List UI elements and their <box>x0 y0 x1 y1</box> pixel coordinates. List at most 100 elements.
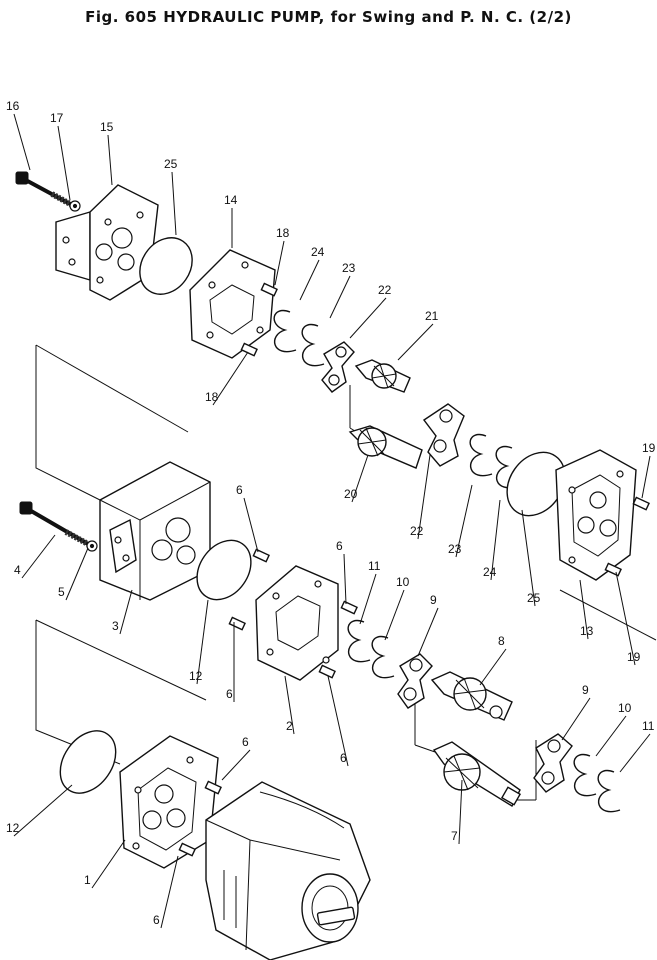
gear-shaft-7 <box>432 741 522 807</box>
leader-line-c10a <box>384 589 405 641</box>
pin-19-upper <box>632 496 650 511</box>
ring-23-upper <box>301 323 325 367</box>
leader-line-c25b <box>521 509 536 607</box>
ring-10-middle <box>371 635 395 679</box>
leader-line-c9a <box>417 607 439 657</box>
bolt-4 <box>19 501 90 547</box>
leader-line-c17 <box>57 125 71 201</box>
leader-line-c22b <box>417 454 431 540</box>
seal-12-middle <box>196 539 252 601</box>
pin-6-e <box>204 780 222 795</box>
leader-line-c24b <box>490 499 501 581</box>
callout-label-c19b: 19 <box>627 650 641 664</box>
leader-line-c6f <box>160 855 179 929</box>
leader-line-c5 <box>65 547 89 601</box>
bolt-16 <box>15 171 74 208</box>
callout-label-c6d: 6 <box>340 751 347 765</box>
leader-line-c6e <box>221 749 251 781</box>
washer-5 <box>86 540 98 552</box>
housing-3 <box>99 461 211 601</box>
seal-25-upper <box>139 237 193 295</box>
washer-17 <box>69 200 81 212</box>
callout-label-c18b: 18 <box>205 390 219 404</box>
callout-label-c10b: 10 <box>618 701 632 715</box>
leader-line-c6b <box>343 553 347 605</box>
leader-line-c11b <box>619 733 651 773</box>
pin-19-lower <box>604 562 622 577</box>
callout-label-c23a: 23 <box>342 261 356 275</box>
callout-label-c6f: 6 <box>153 913 160 927</box>
callout-label-c12a: 12 <box>189 669 203 683</box>
ring-11-right <box>597 769 621 813</box>
callout-label-c9a: 9 <box>430 593 437 607</box>
callout-label-c14: 14 <box>224 193 238 207</box>
leader-line-c9b <box>561 697 591 741</box>
leader-line-c6d <box>327 675 349 767</box>
ring-10-right <box>573 753 597 797</box>
leader-line-c19a <box>641 455 651 499</box>
pin-18-upper <box>260 282 278 297</box>
leader-line-c18a <box>274 240 285 286</box>
callout-label-c11a: 11 <box>368 559 381 573</box>
pin-6-d <box>318 664 336 679</box>
callout-label-c20: 20 <box>344 487 358 501</box>
ring-24-middle <box>495 445 519 489</box>
bushing-22-lower <box>422 403 465 467</box>
callout-label-c6c: 6 <box>226 687 233 701</box>
leader-line-c6a <box>243 497 259 553</box>
plate-14 <box>189 249 276 359</box>
leader-line-c8 <box>479 648 507 686</box>
callout-label-c25a: 25 <box>164 157 178 171</box>
leader-line-c7 <box>458 779 463 845</box>
leader-line-c22a <box>349 297 387 339</box>
gear-8 <box>430 671 513 721</box>
gear-20 <box>348 425 423 469</box>
callout-label-c13: 13 <box>580 624 594 638</box>
pin-6-b <box>340 600 358 615</box>
leader-line-c23a <box>329 275 351 319</box>
leader-line-c12a <box>196 599 209 685</box>
callout-label-c10a: 10 <box>396 575 410 589</box>
callout-leader-lines <box>13 113 651 929</box>
figure-title: Fig. 605 HYDRAULIC PUMP, for Swing and P… <box>85 8 572 26</box>
callout-labels: 1617152514182423222118192022232425131966… <box>6 99 656 927</box>
leader-line-c20 <box>351 454 369 503</box>
leader-line-c15 <box>107 134 113 186</box>
ring-24-upper <box>273 309 297 353</box>
callout-label-c6b: 6 <box>336 539 343 553</box>
callout-label-c17: 17 <box>50 111 64 125</box>
leader-line-c25a <box>171 171 177 236</box>
cover-13 <box>555 449 637 581</box>
callout-label-c22a: 22 <box>378 283 392 297</box>
callout-label-c1: 1 <box>84 873 91 887</box>
seal-12-lower <box>59 730 117 794</box>
leader-line-c19b <box>615 571 636 666</box>
callout-label-c6e: 6 <box>242 735 249 749</box>
pump-assembly-body <box>205 781 371 960</box>
pin-6-c <box>228 616 246 631</box>
pin-6-f <box>178 842 196 857</box>
leader-line-c24a <box>299 259 320 301</box>
leader-line-c1 <box>91 839 126 889</box>
ring-23-middle <box>469 433 493 477</box>
bushing-22-upper <box>321 341 355 393</box>
callout-label-c11b: 11 <box>642 719 655 733</box>
pin-18-lower <box>240 342 258 357</box>
cover-1 <box>119 735 219 869</box>
callout-label-c12b: 12 <box>6 821 20 835</box>
plate-2 <box>255 565 339 681</box>
pin-6-a <box>252 548 270 563</box>
callout-label-c15: 15 <box>100 120 114 134</box>
leader-line-c13 <box>579 579 589 640</box>
callout-label-c16: 16 <box>6 99 20 113</box>
callout-label-c3: 3 <box>112 619 119 633</box>
callout-label-c22b: 22 <box>410 524 424 538</box>
bushing-9-right <box>533 733 573 793</box>
leader-line-c21 <box>397 323 434 361</box>
callout-label-c18a: 18 <box>276 226 290 240</box>
bushing-9-left <box>397 653 433 709</box>
leader-line-c12b <box>13 784 73 837</box>
gear-21 <box>354 359 411 393</box>
callout-label-c24b: 24 <box>483 565 497 579</box>
